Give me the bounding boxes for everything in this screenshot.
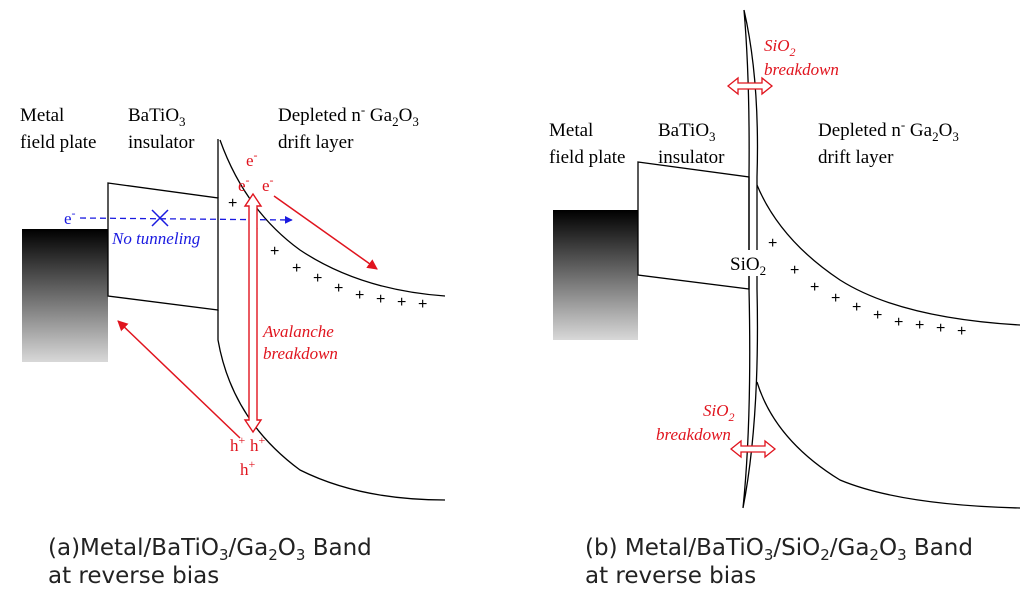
sio2-breakdown-bottom-line1: SiO2 [703,401,735,424]
plus-charge: + [768,235,777,252]
plus-charge: + [418,296,427,313]
drift-label-line1: Depleted n- Ga2O3 [278,102,419,129]
insulator-label-line1: BaTiO3 [128,105,186,129]
metal-block [22,229,108,362]
sio2-layer [742,9,759,509]
panel-a: Metal field plate BaTiO3 insulator Deple… [20,102,446,589]
plus-charge: + [790,262,799,279]
metal-label-line2: field plate [20,132,97,153]
insulator-label-line1: BaTiO3 [658,120,716,144]
insulator-label-line2: insulator [658,147,725,168]
plus-charge: + [810,279,819,296]
plus-charge: + [228,195,237,212]
electron-drift-arrow [273,195,378,270]
hole-label: h+ [240,457,256,479]
plus-charge: + [936,320,945,337]
insulator-label-line2: insulator [128,132,195,153]
caption-a-line2: at reverse bias [48,563,219,589]
sio2-label: SiO2 [730,254,766,278]
plus-charge: + [957,323,966,340]
sio2-breakdown-bottom-arrow [729,439,777,459]
plus-charge: + [397,294,406,311]
sio2-breakdown-bottom-line2: breakdown [656,425,731,444]
sio2-breakdown-top-line1: SiO2 [764,36,796,59]
plus-charge: + [313,270,322,287]
hole-label: h+ [230,433,246,455]
sio2-label-backdrop [728,250,776,276]
drift-label-line2: drift layer [278,132,354,153]
caption-b-line1: (b) Metal/BaTiO3/SiO2/Ga2O3 Band [585,535,973,564]
valence-band [217,310,446,501]
plus-charge: + [873,307,882,324]
plus-charge: + [270,243,279,260]
plus-charge: + [894,314,903,331]
plus-charge: + [915,317,924,334]
valence-band [756,381,1021,509]
tunnel-electron-label: e- [64,206,76,228]
plus-charge: + [355,287,364,304]
metal-block [553,210,638,340]
blocked-cross-icon [151,209,169,227]
sio2-breakdown-top-line2: breakdown [764,60,839,79]
metal-label-line2: field plate [549,147,626,168]
plus-charge: + [334,280,343,297]
electron-label: e- [238,173,250,195]
plus-charge: + [852,299,861,316]
conduction-band [756,184,1021,326]
no-tunneling-label: No tunneling [111,229,200,248]
caption-a-line1: (a)Metal/BaTiO3/Ga2O3 Band [48,535,372,564]
avalanche-arrow [243,192,263,434]
panel-b: Metal field plate BaTiO3 insulator Deple… [549,9,1021,589]
metal-label-line1: Metal [549,120,593,141]
conduction-band [217,139,446,297]
plus-charge: + [376,291,385,308]
electron-label: e- [262,173,274,195]
hole-label: h+ [250,433,266,455]
electron-label: e- [246,148,258,170]
plus-charge: + [831,290,840,307]
plus-charge: + [292,260,301,277]
avalanche-label-line2: breakdown [263,344,338,363]
drift-label-line1: Depleted n- Ga2O3 [818,117,959,144]
tunneling-arrow [79,216,293,224]
hole-drift-arrow [117,320,241,439]
caption-b-line2: at reverse bias [585,563,756,589]
avalanche-label-line1: Avalanche [262,322,334,341]
metal-label-line1: Metal [20,105,64,126]
drift-label-line2: drift layer [818,147,894,168]
sio2-breakdown-top-arrow [726,76,774,96]
